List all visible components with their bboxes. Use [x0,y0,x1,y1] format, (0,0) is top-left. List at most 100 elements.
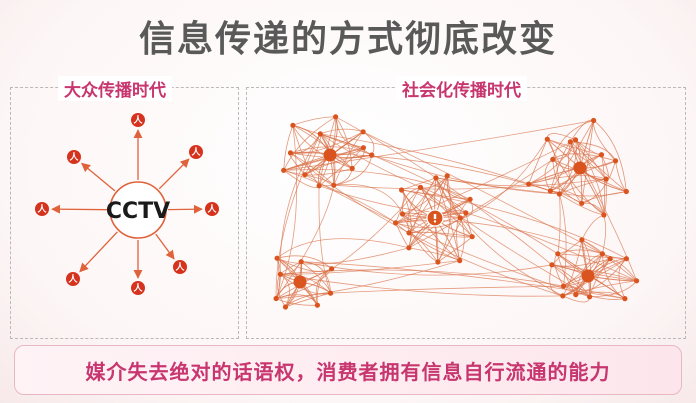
network-link [562,258,611,297]
conclusion-banner [14,345,682,395]
network-node [572,137,579,143]
network-node [555,251,561,257]
audience-node [67,150,81,164]
central-hub-mark-dot [433,220,437,223]
network-link [276,260,460,299]
network-link [395,222,460,261]
network-link [544,159,554,192]
network-link [333,178,607,190]
network-link [551,264,637,282]
audience-node-label: 人 [206,203,217,215]
network-link [581,120,595,204]
network-link [290,152,563,297]
network-link [435,177,560,195]
network-link [528,139,576,185]
network-link [285,261,302,308]
network-link [401,189,460,261]
network-node [435,259,441,265]
network-link [601,253,626,299]
network-link [575,139,607,180]
network-link [559,178,607,195]
network-node [333,114,339,120]
network-link [559,139,577,195]
network-link [371,154,560,195]
network-node [399,187,405,193]
network-node [603,176,609,182]
network-link [283,169,320,188]
network-link [290,152,372,159]
broadcaster-hub [109,181,167,239]
network-node [290,122,296,128]
network-node [457,258,463,264]
network-link [563,258,627,287]
audience-node-label: 人 [68,151,79,163]
central-hub-mark [433,214,437,219]
network-link [562,239,583,297]
network-link [575,139,605,216]
network-link [292,116,336,126]
network-link [275,298,318,306]
network-link [408,232,439,263]
network-node [549,262,555,268]
network-node [591,117,597,124]
network-link [593,120,616,162]
network-node [623,256,630,262]
network-link [280,269,625,299]
network-link [547,138,602,156]
network-link [559,193,605,216]
network-link [420,187,590,298]
network-node [317,131,323,137]
network-link [460,138,548,219]
network-link [465,212,637,282]
network-hub-node [581,269,595,283]
network-node [526,181,532,187]
network-node [360,145,366,151]
network-link [549,141,571,192]
network-node [360,129,366,135]
network-link [546,133,576,141]
audience-node [131,281,145,295]
network-node [287,150,294,156]
network-node [277,271,283,277]
network-link [279,133,321,275]
network-node [274,255,280,261]
network-node [547,188,554,194]
network-link [401,189,627,260]
audience-node [205,202,219,216]
network-link [315,268,332,306]
network-hub-node [293,275,307,289]
network-link [547,138,607,180]
network-node [302,172,308,178]
network-link [304,174,590,298]
network-node [298,259,304,265]
network-link [395,139,576,224]
network-node [601,212,607,218]
network-link [283,116,336,171]
network-node [560,293,566,299]
network-link [335,116,353,169]
network-node [469,234,475,240]
network-node [544,136,550,142]
network-node [567,139,574,145]
network-hub-node [573,161,587,175]
network-link [319,168,353,187]
network-link [362,131,603,255]
network-link [435,177,529,187]
audience-node [131,113,145,127]
audience-node [173,260,187,274]
network-node [457,215,463,221]
network-node [406,245,412,251]
network-link [528,183,605,216]
network-node [406,230,412,236]
mass-panel-label: 大众传播时代 [58,76,172,101]
network-node [328,290,334,296]
conclusion-text: 媒介失去绝对的话语权，消费者拥有信息自行流通的能力 [85,360,611,384]
network-link [581,239,637,282]
network-link [581,160,616,204]
network-link [402,187,421,215]
network-node [282,304,289,310]
broadcast-arrow [81,162,116,192]
broadcast-arrow [51,204,109,214]
